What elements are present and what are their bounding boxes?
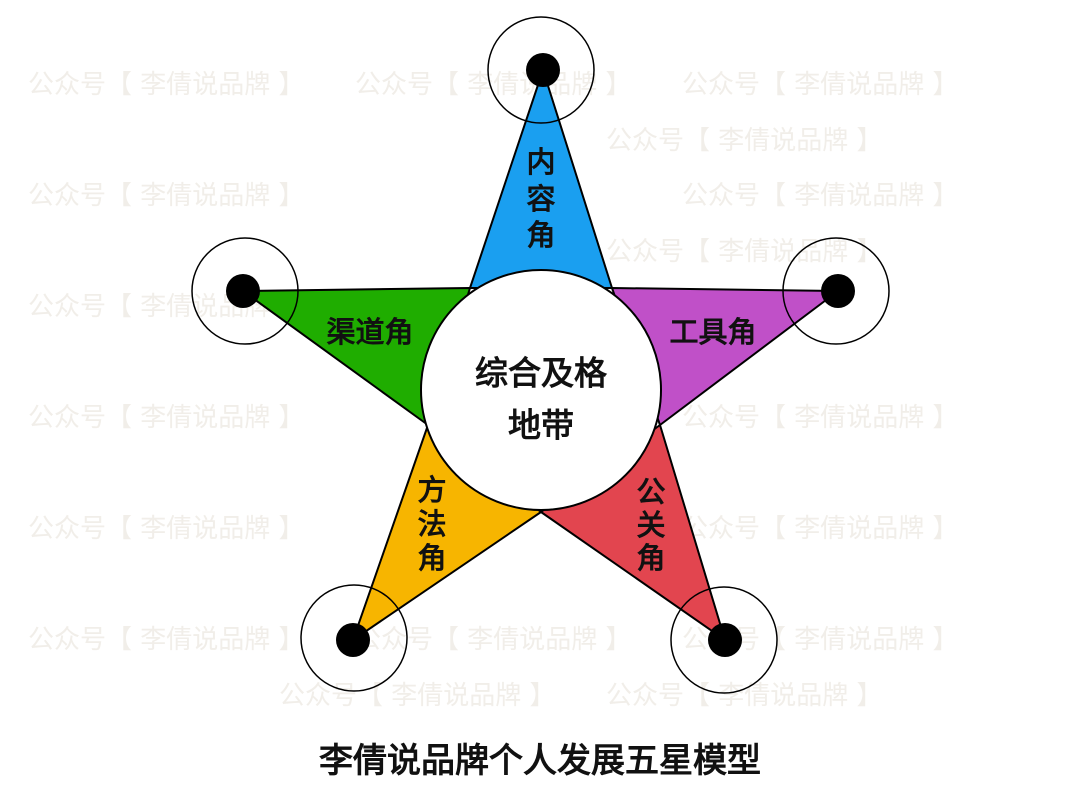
label-top-1: 内 <box>526 145 555 179</box>
center-text-line2: 地带 <box>508 406 574 445</box>
label-top-2: 容 <box>526 182 555 216</box>
dot-right <box>821 274 855 308</box>
label-bottom-left-3: 角 <box>417 541 446 575</box>
ring-bottom-left <box>300 584 408 692</box>
dot-top <box>526 53 560 87</box>
center-text-line1: 综合及格 <box>475 354 608 393</box>
label-bottom-right-3: 角 <box>636 541 665 575</box>
ring-right <box>782 237 890 345</box>
ring-bottom-right <box>670 586 778 694</box>
dot-bottom-right <box>708 623 742 657</box>
ring-top <box>487 16 595 124</box>
diagram-title: 李倩说品牌个人发展五星模型 <box>319 741 761 781</box>
label-bottom-right-2: 关 <box>636 508 665 542</box>
ring-left <box>191 237 299 345</box>
label-top-3: 角 <box>526 218 555 252</box>
label-bottom-right-1: 公 <box>636 475 665 509</box>
spike-top <box>469 69 613 289</box>
label-right: 工具角 <box>669 315 756 349</box>
dot-left <box>226 274 260 308</box>
label-left: 渠道角 <box>326 315 413 349</box>
label-bottom-left-1: 方 <box>417 473 446 507</box>
label-bottom-left-2: 法 <box>417 507 446 541</box>
dot-bottom-left <box>336 623 370 657</box>
center-circle <box>420 269 662 511</box>
